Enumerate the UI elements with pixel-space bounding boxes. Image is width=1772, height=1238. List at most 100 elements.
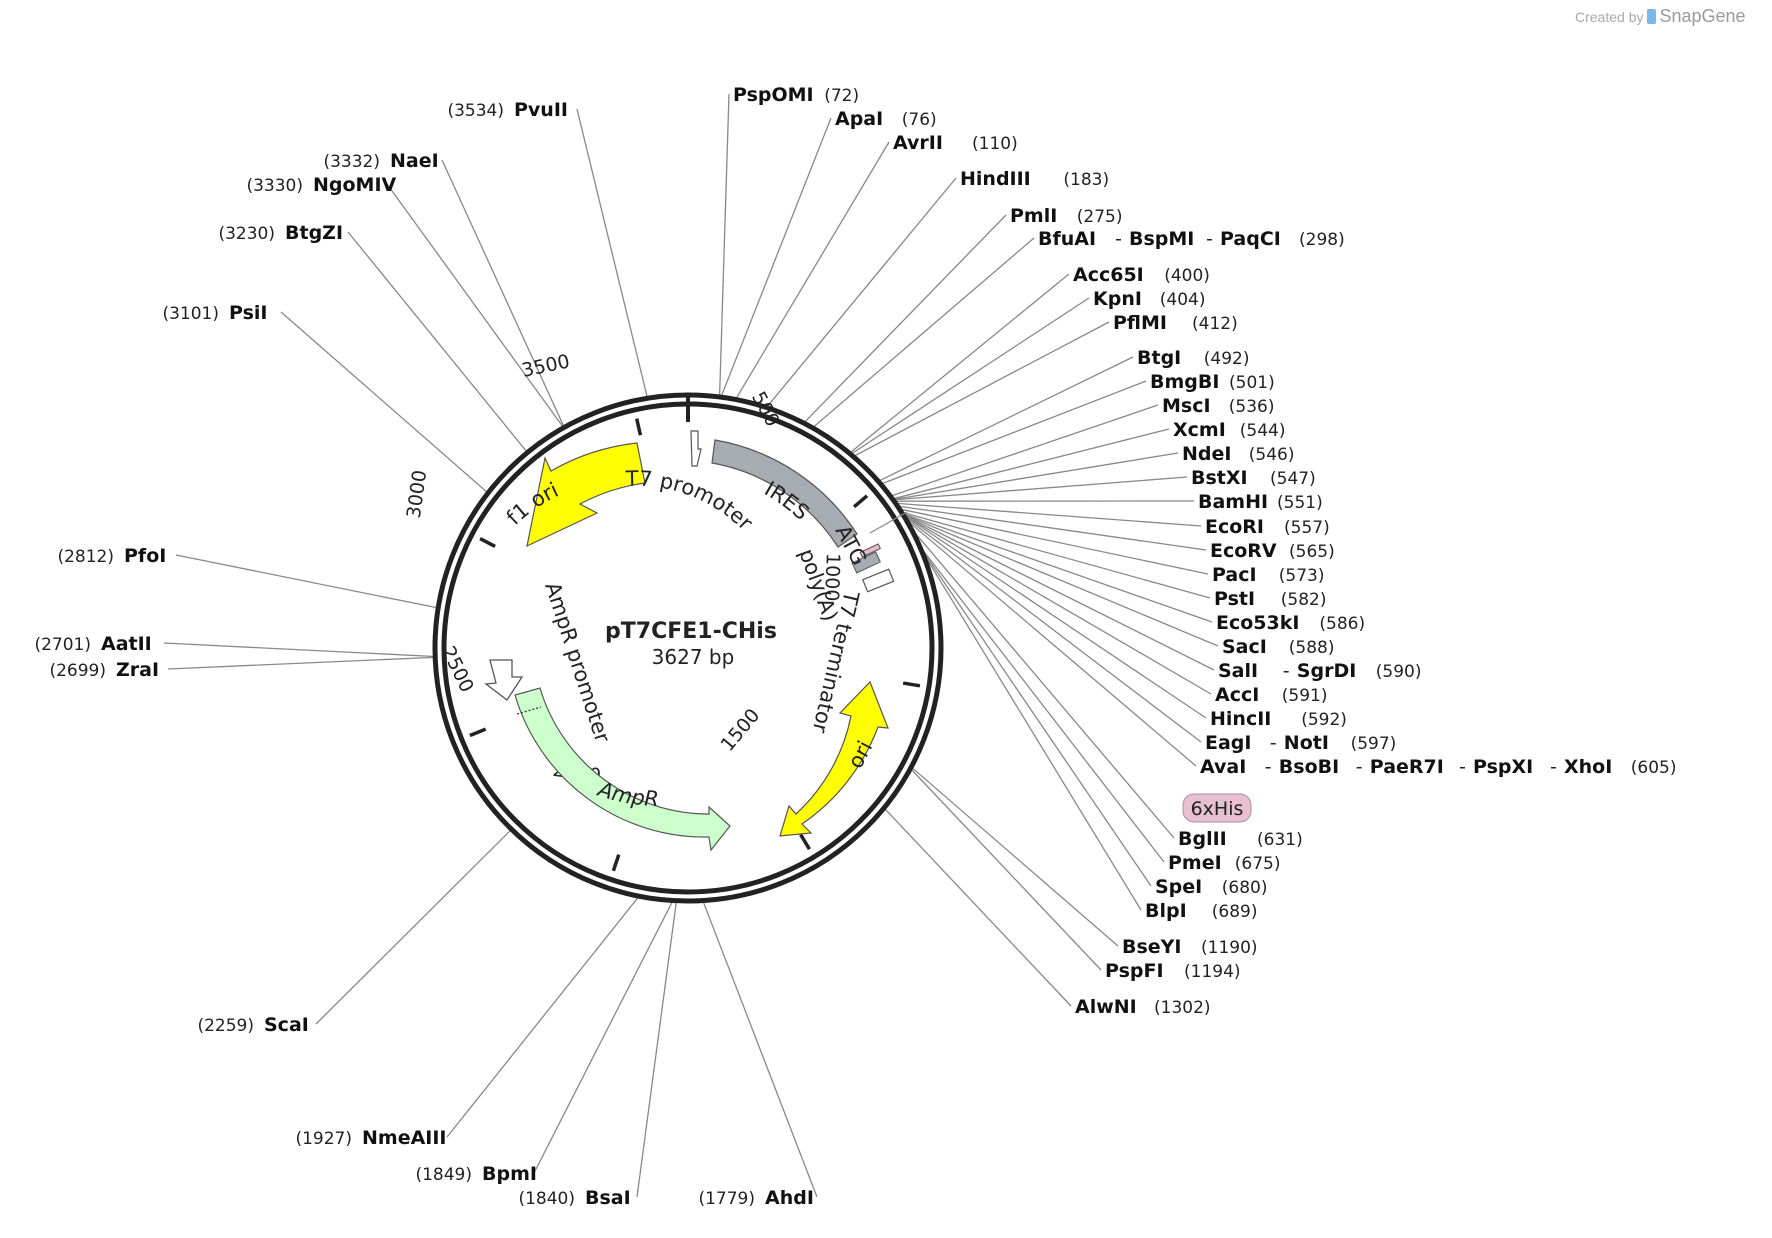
enzyme-position: (536)	[1229, 397, 1275, 417]
feature-atg[interactable]	[859, 543, 881, 558]
enzyme-site-hincii[interactable]: HincII(592)	[1210, 708, 1347, 730]
enzyme-site-zrai[interactable]: (2699)ZraI	[49, 659, 159, 681]
enzyme-site-naei[interactable]: (3332)NaeI	[323, 150, 438, 172]
enzyme-name: Eco53kI	[1216, 612, 1299, 634]
tick-1000	[902, 681, 921, 688]
enzyme-name: BstXI	[1191, 467, 1248, 489]
enzyme-site-pflmi[interactable]: PflMI(412)	[1113, 312, 1238, 334]
enzyme-name: XcmI	[1173, 419, 1226, 441]
enzyme-site-hindiii[interactable]: HindIII(183)	[960, 168, 1109, 190]
enzyme-site-kpni[interactable]: KpnI(404)	[1093, 288, 1206, 310]
feature-t7-promoter[interactable]	[690, 430, 702, 467]
enzyme-line-naei	[441, 159, 565, 427]
feature-poly-a[interactable]	[851, 551, 881, 574]
feature-ori[interactable]	[779, 680, 889, 837]
enzyme-name: PflMI	[1113, 312, 1167, 334]
enzyme-name: AatII	[101, 633, 152, 655]
enzyme-site-alwni[interactable]: AlwNI(1302)	[1075, 996, 1211, 1018]
enzyme-position: (3534)	[447, 101, 504, 121]
enzyme-site-apai[interactable]: ApaI(76)	[835, 108, 937, 130]
enzyme-position: (689)	[1212, 902, 1258, 922]
6xhis-tag: 6xHis	[1182, 793, 1252, 823]
enzyme-site-btgzi[interactable]: (3230)BtgZI	[218, 222, 343, 244]
enzyme-site-psii[interactable]: (3101)PsiI	[162, 302, 267, 324]
enzyme-position: (590)	[1376, 662, 1422, 682]
enzyme-line-pmei	[921, 548, 1165, 863]
enzyme-site-pspfi[interactable]: PspFI(1194)	[1105, 960, 1241, 982]
enzyme-line-zrai	[167, 656, 435, 670]
enzyme-separator: -	[1270, 732, 1277, 754]
enzyme-site-ngomiv[interactable]: (3330)NgoMIV	[246, 174, 396, 196]
enzyme-position: (605)	[1631, 758, 1677, 778]
enzyme-line-bglii	[913, 530, 1175, 839]
enzyme-site-bglii[interactable]: BglII(631)	[1178, 828, 1303, 850]
enzyme-site-spei[interactable]: SpeI(680)	[1155, 876, 1268, 898]
enzyme-site-acci[interactable]: AccI(591)	[1215, 684, 1328, 706]
enzyme-line-eagi-noti	[905, 517, 1202, 743]
enzyme-site-ndei[interactable]: NdeI(546)	[1182, 443, 1295, 465]
tick-label-3000: 3000	[403, 469, 432, 520]
enzyme-name: BpmI	[482, 1163, 537, 1185]
enzyme-site-bamhi[interactable]: BamHI(551)	[1198, 491, 1323, 513]
enzyme-name: SalI	[1218, 660, 1258, 682]
enzyme-name: EcoRI	[1205, 516, 1264, 538]
features	[484, 430, 908, 852]
enzyme-position: (2699)	[49, 661, 106, 681]
enzyme-name: PspFI	[1105, 960, 1164, 982]
enzyme-site-bseyi[interactable]: BseYI(1190)	[1122, 936, 1258, 958]
enzyme-position: (501)	[1229, 373, 1275, 393]
feature-t7-terminator[interactable]	[861, 568, 895, 593]
6xhis-badge[interactable]	[1182, 793, 1252, 823]
enzyme-site-aatii[interactable]: (2701)AatII	[34, 633, 151, 655]
enzyme-site-scai[interactable]: (2259)ScaI	[197, 1014, 308, 1036]
enzyme-site-avrii[interactable]: AvrII(110)	[893, 132, 1018, 154]
enzyme-site-bpmi[interactable]: (1849)BpmI	[415, 1163, 536, 1185]
enzyme-site-eco53ki[interactable]: Eco53kI(586)	[1216, 612, 1365, 634]
enzyme-line-hindiii	[766, 177, 957, 408]
enzyme-site-bfuai-bspmi-paqci[interactable]: BfuAI-BspMI-PaqCI(298)	[1038, 228, 1345, 250]
enzyme-site-btgi[interactable]: BtgI(492)	[1137, 347, 1250, 369]
enzyme-site-saci[interactable]: SacI(588)	[1222, 636, 1335, 658]
enzyme-line-ngomiv	[386, 183, 564, 428]
feature-ampr-promoter[interactable]	[484, 659, 524, 701]
enzyme-site-paci[interactable]: PacI(573)	[1212, 564, 1325, 586]
feature-ampr[interactable]	[514, 687, 731, 852]
enzyme-name: BtgZI	[285, 222, 343, 244]
enzyme-name: AlwNI	[1075, 996, 1137, 1018]
enzyme-site-acc65i[interactable]: Acc65I(400)	[1073, 264, 1210, 286]
enzyme-site-ecorv[interactable]: EcoRV(565)	[1210, 540, 1335, 562]
enzyme-site-pspomi[interactable]: PspOMI(72)	[733, 84, 859, 106]
enzyme-position: (547)	[1270, 469, 1316, 489]
enzyme-line-psti	[902, 511, 1211, 599]
enzyme-site-ahdi[interactable]: (1779)AhdI	[698, 1187, 813, 1209]
enzyme-site-bsai[interactable]: (1840)BsaI	[518, 1187, 630, 1209]
feature-f1-ori[interactable]	[526, 442, 646, 548]
enzyme-name: KpnI	[1093, 288, 1142, 310]
atg-leader-line	[869, 511, 908, 534]
enzyme-name: EagI	[1205, 732, 1251, 754]
enzyme-site-eagi-noti[interactable]: EagI-NotI(597)	[1205, 732, 1396, 754]
enzyme-site-xcmi[interactable]: XcmI(544)	[1173, 419, 1286, 441]
enzyme-line-psii	[280, 311, 488, 493]
enzyme-name: NmeAIII	[362, 1127, 447, 1149]
enzyme-site-pfoi[interactable]: (2812)PfoI	[57, 545, 166, 567]
feature-ires[interactable]	[711, 439, 858, 548]
enzyme-site-pvuii[interactable]: (3534)PvuII	[447, 99, 568, 121]
enzyme-line-bsai	[636, 901, 677, 1198]
enzyme-name: Acc65I	[1073, 264, 1144, 286]
enzyme-position: (2812)	[57, 547, 114, 567]
enzyme-site-blpi[interactable]: BlpI(689)	[1145, 900, 1258, 922]
enzyme-site-msci[interactable]: MscI(536)	[1162, 395, 1275, 417]
enzyme-site-psti[interactable]: PstI(582)	[1214, 588, 1327, 610]
enzyme-site-pmei[interactable]: PmeI(675)	[1168, 852, 1281, 874]
enzyme-site-nmeaiii[interactable]: (1927)NmeAIII	[295, 1127, 446, 1149]
enzyme-site-bstxi[interactable]: BstXI (547)	[1191, 467, 1316, 489]
enzyme-line-pspfi	[910, 768, 1102, 971]
enzyme-position: (591)	[1282, 686, 1328, 706]
enzyme-site-sali-sgrdi[interactable]: SalI-SgrDI(590)	[1218, 660, 1422, 682]
enzyme-site-ecori[interactable]: EcoRI(557)	[1205, 516, 1330, 538]
enzyme-site-avai-bsobi-paer7i-pspxi-xhoi[interactable]: AvaI-BsoBI-PaeR7I-PspXI-XhoI(605)	[1200, 756, 1677, 778]
enzyme-site-pmli[interactable]: PmlI(275)	[1010, 205, 1123, 227]
enzyme-line-pfoi	[175, 554, 438, 609]
enzyme-site-bmgbi[interactable]: BmgBI(501)	[1150, 371, 1275, 393]
